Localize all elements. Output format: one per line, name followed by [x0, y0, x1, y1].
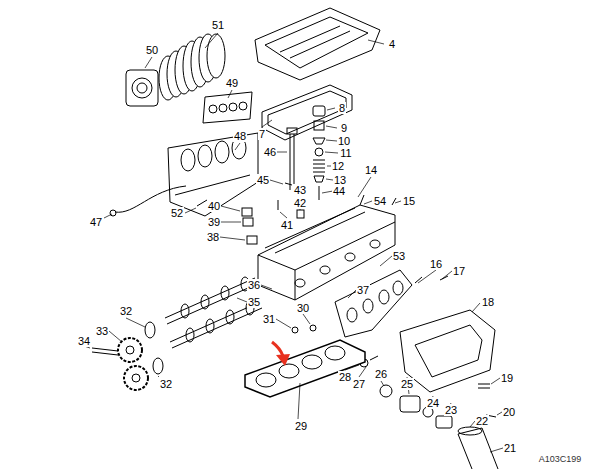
callout-number: 38	[206, 231, 220, 243]
callout-number: 28	[338, 371, 352, 383]
callout-number: 11	[339, 147, 352, 159]
callout-number: 41	[280, 219, 294, 231]
callout-number: 4	[388, 38, 396, 50]
callout-number: 29	[294, 420, 308, 432]
callout-number: 19	[500, 372, 514, 384]
callout-number: 32	[159, 378, 173, 390]
callout-number: 22	[475, 415, 489, 427]
figure-code: A103C199	[538, 453, 583, 465]
callout-number: 14	[364, 164, 378, 176]
callout-number: 32	[119, 305, 133, 317]
callout-number: 36	[247, 279, 261, 291]
callout-number: 8	[338, 102, 346, 114]
callout-number: 7	[258, 128, 266, 140]
callout-number: 15	[402, 195, 416, 207]
callout-number: 24	[426, 397, 440, 409]
callout-number: 35	[247, 296, 261, 308]
callout-number: 12	[331, 160, 345, 172]
callout-number: 50	[145, 44, 159, 56]
callout-number: 18	[481, 296, 495, 308]
callout-number: 53	[392, 250, 406, 262]
callout-number: 44	[332, 185, 346, 197]
callout-number: 21	[503, 442, 517, 454]
callout-number: 47	[89, 216, 103, 228]
callout-number: 52	[170, 207, 184, 219]
callout-number: 31	[262, 313, 276, 325]
callout-number: 43	[293, 184, 307, 196]
callout-number: 17	[452, 265, 466, 277]
callout-number: 33	[95, 325, 109, 337]
callout-number: 34	[77, 335, 91, 347]
callout-number: 30	[296, 302, 310, 314]
callout-number: 16	[429, 258, 443, 270]
red-pointer-arrow	[272, 342, 290, 366]
callout-number: 51	[211, 19, 225, 31]
callout-number: 23	[444, 404, 458, 416]
parts-drawing	[92, 8, 498, 469]
callout-number: 25	[400, 378, 414, 390]
callout-number: 45	[256, 174, 270, 186]
callout-number: 20	[502, 406, 516, 418]
callout-number: 39	[207, 216, 221, 228]
callout-number: 46	[263, 146, 277, 158]
callout-number: 27	[352, 378, 366, 390]
callout-number: 40	[207, 200, 221, 212]
callout-number: 54	[373, 195, 387, 207]
callout-number: 37	[356, 284, 370, 296]
leader-lines	[84, 33, 503, 452]
callout-number: 9	[340, 122, 348, 134]
callout-number: 48	[233, 130, 247, 142]
callout-number: 49	[225, 77, 239, 89]
callout-number: 10	[337, 135, 351, 147]
callout-number: 26	[374, 368, 388, 380]
callout-number: 42	[293, 197, 307, 209]
